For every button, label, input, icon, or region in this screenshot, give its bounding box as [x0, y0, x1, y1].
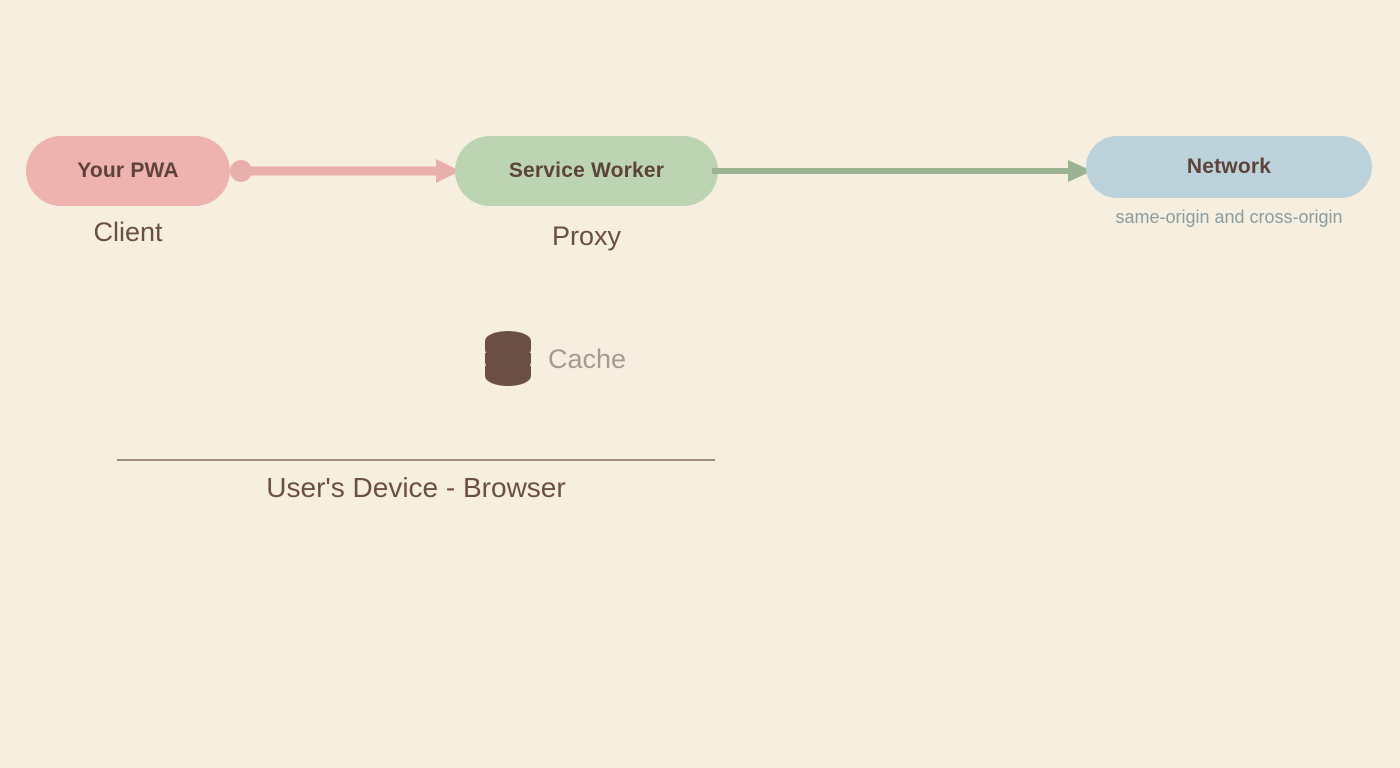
- connector-pwa-to-service-worker: [230, 159, 460, 183]
- cache-group[interactable]: Cache: [484, 328, 684, 390]
- cache-label: Cache: [548, 343, 627, 374]
- node-your-pwa-label: Your PWA: [77, 159, 179, 182]
- caption-client: Client: [93, 217, 163, 247]
- node-your-pwa[interactable]: Your PWA: [26, 136, 230, 206]
- device-boundary-divider: [117, 459, 715, 461]
- caption-proxy: Proxy: [551, 221, 622, 251]
- database-cylinder-icon: [485, 331, 531, 386]
- node-service-worker-label: Service Worker: [508, 159, 665, 182]
- connector-service-worker-to-network: [712, 160, 1092, 182]
- node-service-worker[interactable]: Service Worker: [455, 136, 718, 206]
- device-boundary-label: User's Device - Browser: [266, 472, 566, 503]
- node-network[interactable]: Network: [1086, 136, 1372, 198]
- caption-network-origins: same-origin and cross-origin: [1115, 207, 1343, 227]
- node-network-label: Network: [1186, 155, 1272, 178]
